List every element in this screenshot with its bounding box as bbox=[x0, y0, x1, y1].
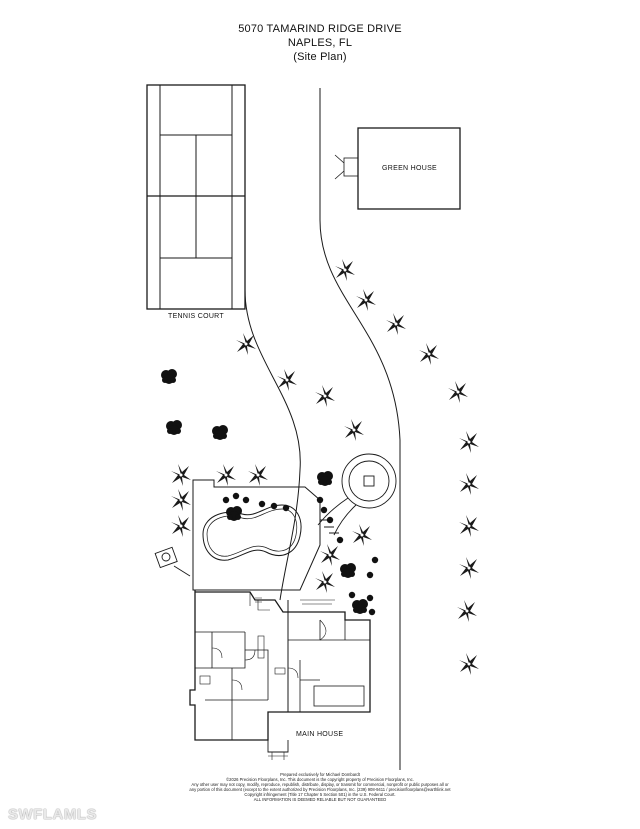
palm-tree-icon bbox=[419, 343, 439, 365]
shrub-icon bbox=[212, 425, 228, 440]
shrub-icon bbox=[270, 502, 278, 510]
palm-tree-icon bbox=[248, 464, 268, 486]
shrub-icon bbox=[326, 516, 334, 524]
palm-tree-icon bbox=[315, 571, 335, 593]
palm-tree-icon bbox=[236, 333, 256, 355]
footer-line: any portion of this document (except to … bbox=[189, 787, 451, 792]
footer-line: Any other user may not copy, modify, rep… bbox=[191, 782, 449, 787]
palm-tree-icon bbox=[459, 515, 479, 537]
spa bbox=[154, 546, 191, 577]
shrub-icon bbox=[336, 536, 344, 544]
footer-credits: Prepared exclusively for Michael Dombard… bbox=[130, 772, 510, 802]
footer-line: ©2026 Precision Floorplans, Inc. This do… bbox=[226, 777, 414, 782]
shrub-icon bbox=[222, 496, 230, 504]
palm-tree-icon bbox=[459, 653, 479, 675]
driveway bbox=[244, 88, 401, 770]
footer-line: ALL INFORMATION IS DEEMED RELIABLE BUT N… bbox=[253, 797, 387, 802]
palm-tree-icon bbox=[386, 313, 406, 335]
shrub-icon bbox=[340, 563, 356, 578]
footer-line: Prepared exclusively for Michael Dombard… bbox=[280, 772, 360, 777]
palm-tree-icon bbox=[277, 369, 297, 391]
shrub-icon bbox=[242, 496, 250, 504]
palm-tree-icon bbox=[315, 385, 335, 407]
tennis-court-label: TENNIS COURT bbox=[168, 313, 224, 320]
plan-subtitle: (Site Plan) bbox=[293, 51, 347, 63]
plan-city: NAPLES, FL bbox=[287, 37, 353, 49]
palm-tree-icon bbox=[448, 381, 468, 403]
tennis-court bbox=[146, 84, 246, 310]
palm-tree-icon bbox=[459, 473, 479, 495]
green-house-label: GREEN HOUSE bbox=[382, 165, 438, 172]
palm-tree-icon bbox=[344, 419, 364, 441]
shrub-icon bbox=[166, 420, 182, 435]
shrub-icon bbox=[226, 506, 242, 521]
gazebo bbox=[317, 453, 397, 536]
palm-tree-icon bbox=[171, 515, 191, 537]
palm-tree-icon bbox=[352, 524, 372, 546]
palm-tree-icon bbox=[356, 289, 376, 311]
shrub-icon bbox=[366, 571, 374, 579]
small-bushes bbox=[222, 492, 379, 616]
shrub-icon bbox=[317, 471, 333, 486]
shrub-icon bbox=[232, 492, 240, 500]
main-house bbox=[189, 590, 371, 760]
palm-tree-icon bbox=[320, 544, 340, 566]
palm-tree-icon bbox=[171, 489, 191, 511]
pool-deck bbox=[192, 479, 321, 591]
shrubs bbox=[161, 369, 368, 614]
shrub-icon bbox=[282, 504, 290, 512]
shrub-icon bbox=[371, 556, 379, 564]
shrub-icon bbox=[320, 506, 328, 514]
palm-tree-icon bbox=[459, 431, 479, 453]
shrub-icon bbox=[368, 608, 376, 616]
shrub-icon bbox=[366, 594, 374, 602]
shrub-icon bbox=[161, 369, 177, 384]
palm-tree-icon bbox=[459, 557, 479, 579]
green-house bbox=[334, 127, 461, 210]
palm-tree-icon bbox=[457, 600, 477, 622]
palm-tree-icon bbox=[335, 259, 355, 281]
shrub-icon bbox=[352, 599, 368, 614]
shrub-icon bbox=[348, 591, 356, 599]
shrub-icon bbox=[316, 496, 324, 504]
mls-watermark: SWFLAMLS bbox=[8, 806, 97, 823]
palm-tree-icon bbox=[216, 464, 236, 486]
plan-address: 5070 TAMARIND RIDGE DRIVE bbox=[238, 23, 402, 35]
footer-line: Copyright infringement (Title 17 Chapter… bbox=[244, 792, 396, 797]
main-house-label: MAIN HOUSE bbox=[296, 731, 344, 738]
shrub-icon bbox=[258, 500, 266, 508]
palm-tree-icon bbox=[171, 464, 191, 486]
